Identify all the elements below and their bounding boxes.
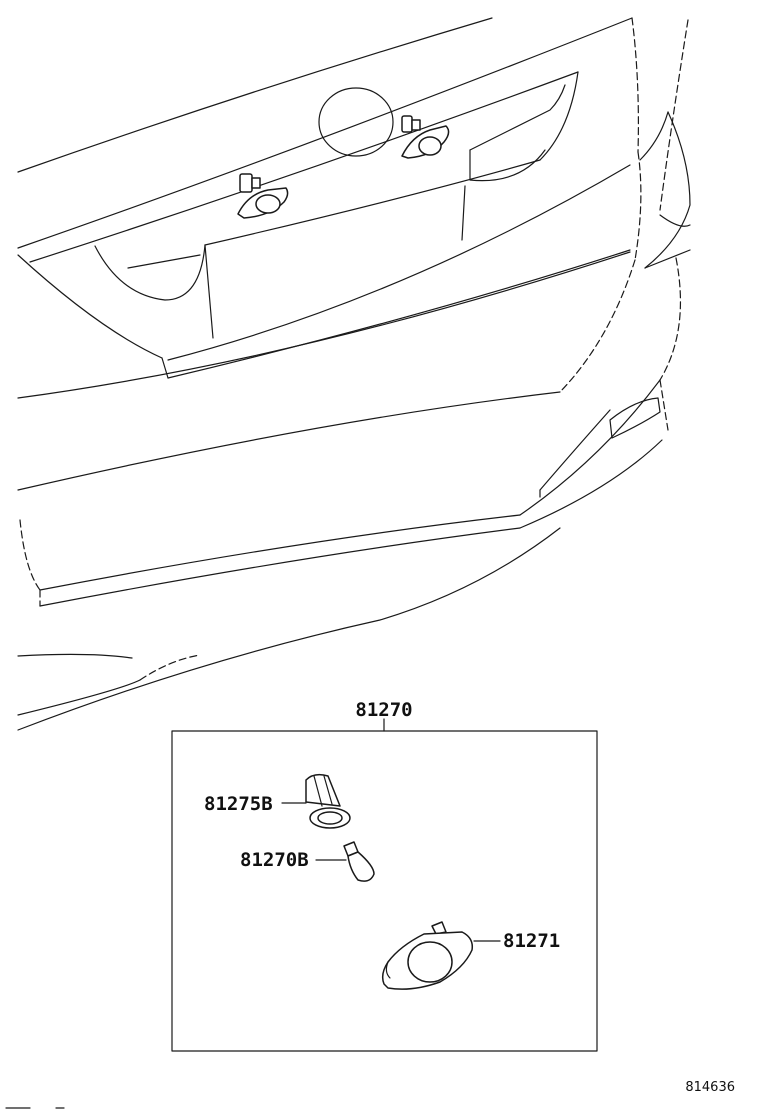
vehicle-rear-outline xyxy=(17,17,691,731)
bulb-socket-icon xyxy=(305,773,351,829)
callout-81270: 81270 xyxy=(355,699,412,721)
wedge-bulb-icon xyxy=(343,841,375,882)
callout-81271: 81271 xyxy=(503,930,560,952)
lamp-lens-housing-icon xyxy=(381,921,474,990)
figure-id: 814636 xyxy=(685,1080,735,1095)
license-plate-lamp-icon xyxy=(237,173,289,219)
license-plate-lamp-icon xyxy=(401,115,450,159)
callout-81270b: 81270B xyxy=(240,849,309,871)
assembly-box xyxy=(171,718,598,1052)
callout-81275b: 81275B xyxy=(204,793,273,815)
